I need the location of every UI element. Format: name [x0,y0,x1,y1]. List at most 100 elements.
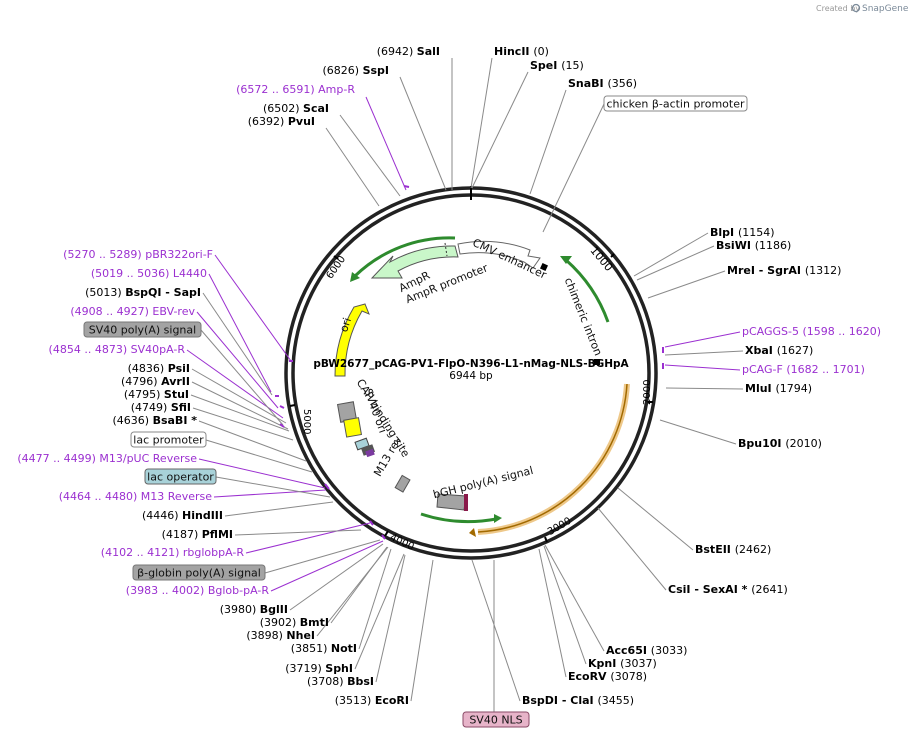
site-label-8: BlpI (1154) [710,226,775,239]
feature-intron-marker [594,359,600,365]
leader-line [198,458,326,489]
site-position: (4187) [162,528,202,541]
site-position: (3851) [291,642,331,655]
leader-line [664,350,744,356]
site-label-15: Bpu10I (2010) [738,437,822,450]
site-name: BbsI [347,675,374,688]
site-label-7: (6392) PvuI [248,115,315,128]
site-label-43: (5019 .. 5036) L4440 [91,267,207,280]
site-name: SalI [417,45,440,58]
site-label-14: MluI (1794) [745,382,812,395]
site-name: pCAGGS-5 [742,325,803,338]
feature-m13-rev [394,474,411,493]
site-name: SV40pA-R [131,343,186,356]
site-name: L4440 [173,267,207,280]
created-by-text: Created by [816,4,860,13]
site-name: HincII [494,45,533,58]
site-label-35: (4636) BsaBI * [113,414,198,427]
site-name: MreI - SgrAI [727,264,805,277]
feature-ampr [370,242,459,279]
site-label-17: CsiI - SexAI * (2641) [668,583,788,596]
feature-chimeric-intron [560,256,610,323]
leader-line [339,114,401,197]
leader-lines [186,57,744,712]
leader-line [214,254,292,362]
leader-line [470,57,493,189]
site-position: (3513) [335,694,375,707]
site-position: (3708) [307,675,347,688]
leader-line [471,559,521,702]
site-label-33: (4464 .. 4480) M13 Reverse [59,490,212,503]
inner-label-8: bGH poly(A) signal [432,464,535,501]
site-name: pCAG-F [742,363,786,376]
site-label-4: SnaBI (356) [568,77,637,90]
leader-line [471,71,529,189]
site-position: (3980) [220,603,260,616]
site-name: rbglobpA-R [183,546,244,559]
feature-label-box-1 [83,321,202,338]
site-label-28: (3980) BglII [220,603,288,616]
site-position: (6392) [248,115,288,128]
site-label-34: (4477 .. 4499) M13/pUC Reverse [17,452,197,465]
leader-line [538,548,567,678]
leader-line [636,245,715,281]
site-position: (5013) [85,286,125,299]
site-name: NotI [331,642,357,655]
site-label-38: (4796) AvrII [121,375,190,388]
plasmid-name: pBW2677_pCAG-PV1-FlpO-N396-L1-nMag-NLS-B… [313,358,629,370]
site-position: (4102 .. 4121) [101,546,183,559]
leader-line [543,545,587,665]
leader-line [245,522,371,554]
site-label-0: (6942) SalI [377,45,440,58]
site-name: SnaBI [568,77,607,90]
feature-leader-line [542,103,605,233]
site-name: PsiI [168,362,190,375]
feature-label-box-2 [130,431,207,448]
tick-label-1000: 1000 [587,244,615,274]
leader-line [410,559,434,702]
leader-line [659,419,737,445]
site-position: (6826) [322,64,362,77]
site-position: (1627) [777,344,814,357]
leader-line [633,232,709,277]
leader-line [270,540,384,592]
site-label-20: EcoRV (3078) [568,670,647,683]
site-name: SphI [325,662,353,675]
site-position: (15) [561,59,584,72]
site-label-42: (5013) BspQI - SapI [85,286,201,299]
feature-label-box-4 [132,564,266,581]
site-name: SfiI [171,401,191,414]
site-label-9: BsiWI (1186) [716,239,791,252]
leader-line [664,331,741,348]
site-name: Amp-R [318,83,355,96]
leader-line [202,292,273,396]
site-label-6: (6502) ScaI [263,102,329,115]
feature-label-box-3 [144,468,217,485]
site-name: M13/pUC Reverse [99,452,197,465]
site-name: PflMI [202,528,233,541]
site-position: (2462) [735,543,772,556]
leader-line [665,387,744,390]
leader-line [196,311,279,409]
site-label-27: (3902) BmtI [260,616,329,629]
site-name: SpeI [530,59,561,72]
leader-line [192,407,294,441]
site-position: (6572 .. 6591) [236,83,318,96]
site-position: (3455) [597,694,634,707]
site-name: HindIII [182,509,223,522]
site-label-3: (6826) SspI [322,64,389,77]
leader-line [208,273,272,393]
site-position: (4446) [142,509,182,522]
site-label-12: XbaI (1627) [745,344,813,357]
plasmid-length: 6944 bp [449,370,493,382]
leader-line [330,546,388,624]
site-label-13: pCAG-F (1682 .. 1701) [742,363,865,376]
site-label-22: (3513) EcoRI [335,694,409,707]
site-position: (1154) [738,226,775,239]
site-label-36: (4749) SfiI [131,401,191,414]
site-name: M13 Reverse [141,490,212,503]
leader-line [399,76,447,191]
